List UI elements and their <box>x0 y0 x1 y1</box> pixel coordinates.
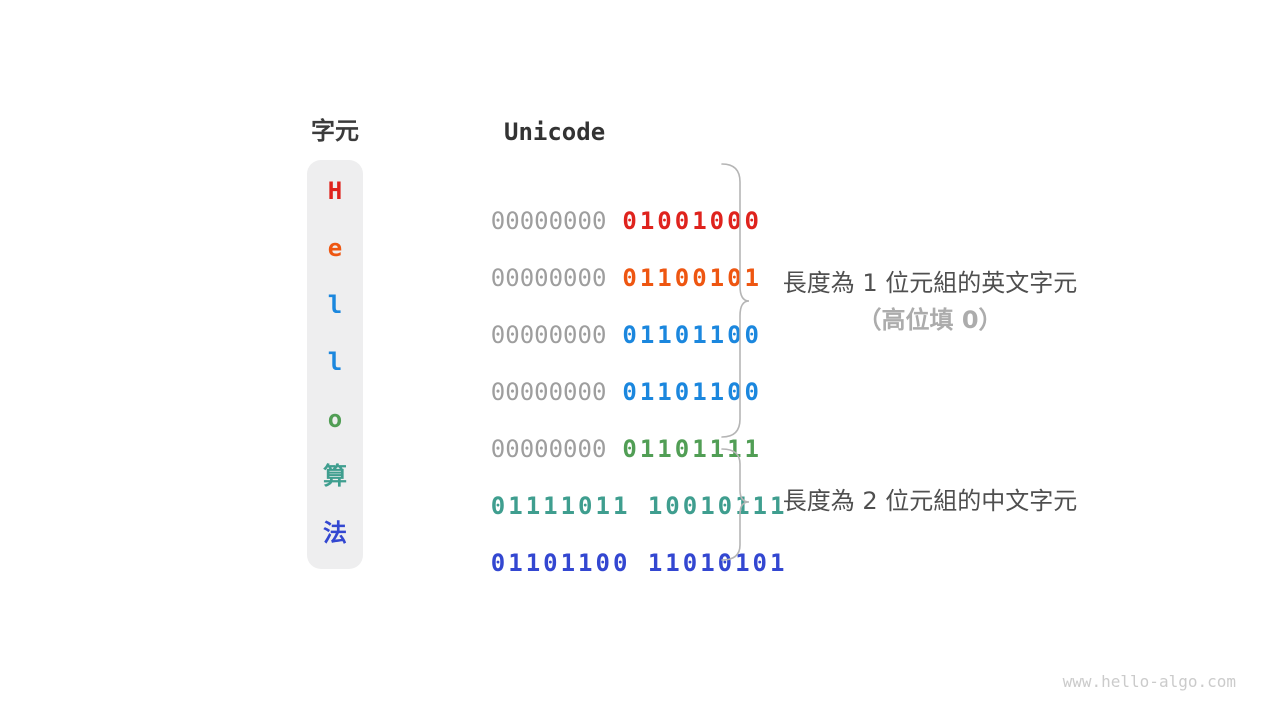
char-cell-l1: l <box>327 291 343 319</box>
char-cell-e: e <box>327 234 343 262</box>
code-bits: 01100101 <box>622 264 762 292</box>
binary-row: 00000000 01100101 <box>433 233 762 292</box>
chinese-group-label: 長度為 2 位元組的中文字元 <box>763 483 1097 520</box>
zero-padding: 00000000 <box>490 435 607 463</box>
binary-row: 00000000 01101100 <box>433 347 762 406</box>
character-column-background <box>307 160 363 569</box>
code-bits: 01001000 <box>622 207 762 235</box>
char-cell-fa: 法 <box>323 519 347 547</box>
character-column-header: 字元 <box>311 117 359 145</box>
code-bits: 01101100 <box>622 321 762 349</box>
zero-padding: 00000000 <box>490 207 607 235</box>
english-group-label-line2: （高位填 0） <box>857 306 1003 334</box>
char-cell-suan: 算 <box>323 462 347 490</box>
unicode-column-header: Unicode <box>504 118 606 146</box>
binary-row: 00000000 01101100 <box>433 290 762 349</box>
char-cell-o: o <box>327 405 343 433</box>
code-bits: 01111011 10010111 <box>490 492 788 520</box>
code-bits: 01101111 <box>622 435 762 463</box>
zero-padding: 00000000 <box>490 378 607 406</box>
english-group-label: 長度為 1 位元組的英文字元 （高位填 0） <box>763 265 1097 339</box>
english-group-label-line1: 長度為 1 位元組的英文字元 <box>782 269 1078 297</box>
char-cell-l2: l <box>327 348 343 376</box>
code-bits: 01101100 11010101 <box>490 549 788 577</box>
binary-row: 01101100 11010101 <box>433 518 787 577</box>
code-bits: 01101100 <box>622 378 762 406</box>
zero-padding: 00000000 <box>490 321 607 349</box>
binary-row: 01111011 10010111 <box>433 461 787 520</box>
site-watermark: www.hello-algo.com <box>1062 672 1236 691</box>
binary-row: 00000000 01001000 <box>433 176 762 235</box>
zero-padding: 00000000 <box>490 264 607 292</box>
chinese-group-label-line1: 長度為 2 位元組的中文字元 <box>782 487 1078 515</box>
char-cell-H: H <box>327 177 343 205</box>
binary-row: 00000000 01101111 <box>433 404 762 463</box>
